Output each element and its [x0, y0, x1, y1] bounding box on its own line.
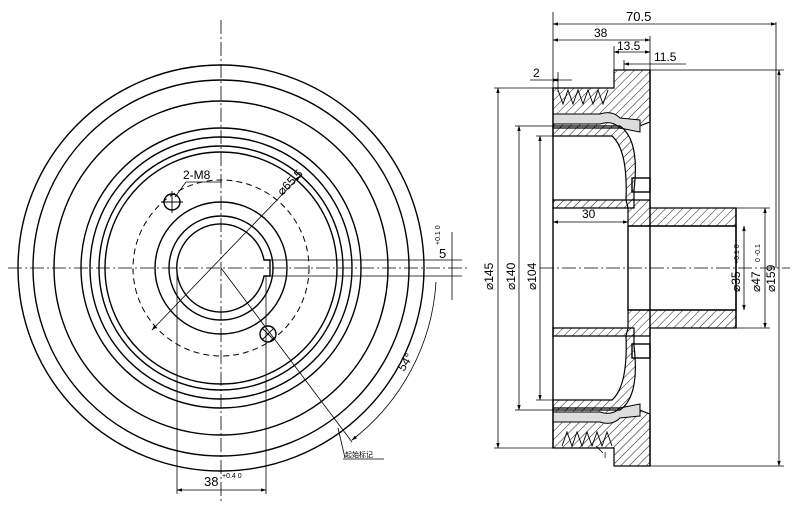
dim-11-5-value: 11.5	[654, 50, 677, 64]
groove-inner-circle	[80, 127, 362, 409]
pcd-leader	[151, 175, 301, 331]
detail-leader	[595, 445, 604, 454]
pcd-callout: ⌀65.5	[274, 166, 306, 198]
poly-v-teeth-bottom	[561, 430, 613, 448]
dia-159-value: ⌀159	[764, 264, 778, 292]
mark-label: 起始标记	[345, 450, 373, 459]
rubber-ring-inner-circle	[98, 145, 344, 391]
angle-radial-line	[220, 267, 353, 443]
mark-leader	[337, 427, 346, 459]
poly-v-teeth-top	[557, 88, 609, 106]
hub-face-circle	[104, 151, 338, 385]
detail-mark: I	[604, 451, 606, 460]
dim-13-5-value: 13.5	[617, 39, 641, 53]
web-slot-upper	[631, 177, 651, 193]
dia-140-value: ⌀140	[504, 262, 518, 290]
dim-38-value: 38	[594, 26, 608, 40]
dia-47-value: ⌀47	[749, 271, 763, 292]
dia-35-value: ⌀35	[729, 271, 743, 292]
angle-value: 54°	[395, 351, 417, 374]
hub-section-lower	[625, 309, 737, 337]
keyway-width-tolerance: +0.4 0	[222, 473, 242, 480]
dia-104-value: ⌀104	[525, 262, 539, 290]
web-slot-lower	[631, 343, 651, 359]
groove-circle	[53, 100, 389, 436]
dim-30-value: 30	[582, 207, 596, 221]
dia-35-tolerance: +0.1 0	[734, 244, 741, 264]
keyway-depth-value: 5	[439, 246, 446, 261]
thread-leader	[174, 181, 187, 198]
hub-section-upper	[625, 199, 737, 227]
section-view: I 70.5 38 13.5 11.5 2 30 ⌀145 ⌀140	[482, 9, 790, 467]
rim-inner-circle	[32, 79, 410, 457]
rubber-ring-outer-circle	[89, 136, 353, 400]
thread-callout: 2-M8	[183, 168, 211, 182]
inner-ring-bottom	[552, 327, 636, 411]
keyway-depth-tolerance: +0.1 0	[435, 225, 442, 245]
dim-2-value: 2	[533, 66, 540, 80]
outer-rim-circle	[17, 64, 425, 472]
front-view: ⌀65.5 2-M8 38 +0.4 0 5 +0.1 0 54° 起始标记	[8, 20, 470, 502]
keyway-width-value: 38	[204, 474, 218, 489]
rubber-band-top	[552, 112, 641, 133]
dia-145-value: ⌀145	[482, 262, 496, 290]
inner-ring-top	[552, 125, 636, 209]
dia-47-tolerance: 0 -0.1	[755, 244, 762, 262]
rubber-band-bottom	[552, 403, 641, 424]
overall-width-value: 70.5	[626, 9, 651, 24]
angle-arc	[351, 281, 437, 441]
